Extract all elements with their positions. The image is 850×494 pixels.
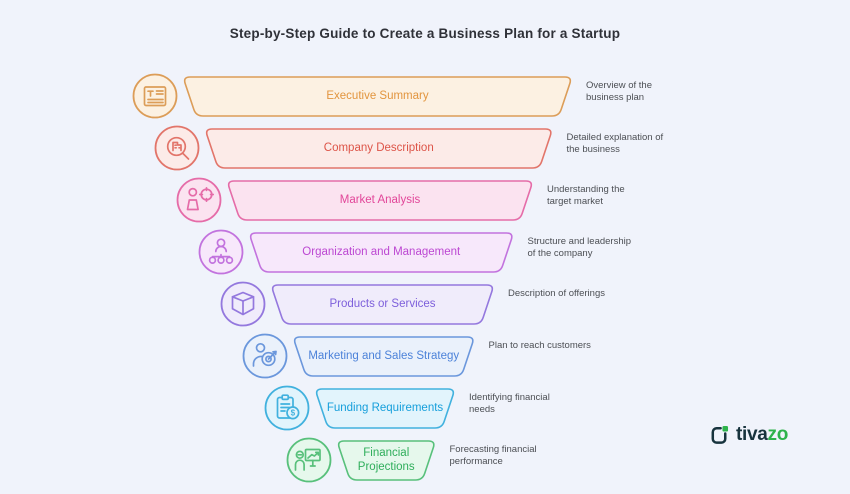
org-chart-icon (198, 229, 244, 275)
funnel-bar-label: Financial Projections (357, 446, 415, 473)
funnel-bar (205, 128, 552, 169)
funnel-bar-label: Company Description (323, 141, 434, 154)
person-target-icon (176, 177, 222, 223)
funnel-bar-label: Organization and Management (302, 245, 461, 258)
funnel-bar-label: Funding Requirements (326, 401, 444, 414)
funnel-bar (183, 76, 572, 117)
step-description: Overview of the business plan (586, 80, 652, 104)
svg-text:$: $ (291, 409, 296, 418)
funnel-bar-label: Marketing and Sales Strategy (308, 349, 460, 362)
logo-square-outline (711, 427, 727, 444)
step-description: Description of offerings (508, 288, 605, 299)
funnel-bar (227, 180, 533, 221)
funnel-bar-shape (337, 440, 435, 481)
funnel-bar (249, 232, 513, 273)
logo-green-corner (722, 425, 729, 432)
funnel-bar-shape (293, 336, 474, 377)
page-title: Step-by-Step Guide to Create a Business … (229, 26, 621, 41)
tivazo-logo-icon (711, 425, 729, 444)
funnel-bar-shape (271, 284, 494, 325)
tivazo-logo-text: tivazo (736, 425, 788, 444)
step-description: Forecasting financial performance (449, 444, 537, 468)
tivazo-logo: tivazo (708, 423, 788, 446)
funnel-bar-label: Products or Services (329, 297, 436, 310)
funnel-bar-shape (315, 388, 455, 429)
presentation-chart-icon (286, 437, 332, 483)
logo-text-accent: zo (767, 424, 789, 445)
funnel-bar (271, 284, 494, 325)
funnel-bar (293, 336, 474, 377)
magnifier-document-icon (154, 125, 200, 171)
logo-text-dark: tiva (736, 424, 768, 445)
step-description: Detailed explanation of the business (566, 132, 664, 156)
funnel-bar-shape (227, 180, 533, 221)
step-description: Structure and leadership of the company (527, 236, 632, 260)
funnel-bar-label: Market Analysis (339, 193, 421, 206)
funnel-bar-label: Executive Summary (326, 89, 429, 102)
funnel-bar-shape (205, 128, 552, 169)
funnel-bar (315, 388, 455, 429)
funnel-bar (337, 440, 435, 481)
clipboard-dollar-icon: $ (264, 385, 310, 431)
step-description: Understanding the target market (547, 184, 625, 208)
person-dart-icon (242, 333, 288, 379)
cube-icon (220, 281, 266, 327)
funnel-bar-shape (249, 232, 513, 273)
step-description: Identifying financial needs (469, 392, 550, 416)
funnel-bar-shape (183, 76, 572, 117)
step-description: Plan to reach customers (488, 340, 591, 351)
document-icon (132, 73, 178, 119)
